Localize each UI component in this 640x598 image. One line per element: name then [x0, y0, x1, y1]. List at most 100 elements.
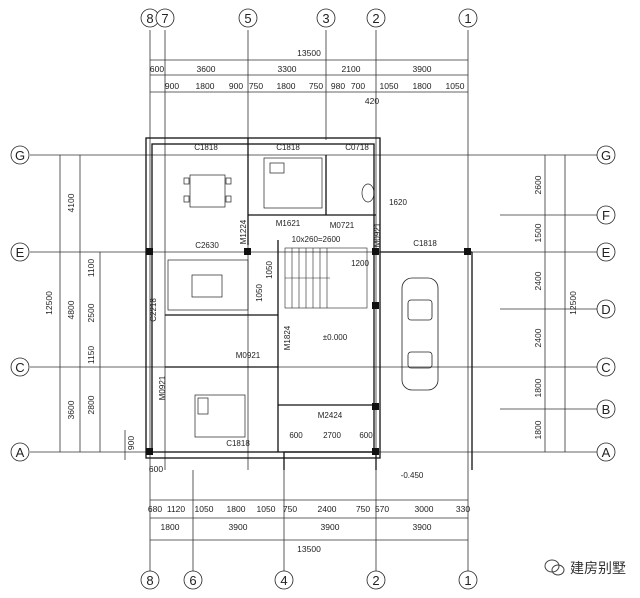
dim-right-r1-3: 2400 [533, 328, 543, 347]
dim-left-r1-2: 3600 [66, 400, 76, 419]
dim-bottom-r2-5: 750 [283, 504, 297, 514]
axis-right-F: F [602, 208, 610, 223]
dim-bottom-r2-4: 1050 [257, 504, 276, 514]
dim-top-r2-4: 1800 [277, 81, 296, 91]
dim-top-r1-3: 2100 [342, 64, 361, 74]
label-dim600b: 600 [359, 431, 373, 440]
dim-left-r2-0: 1100 [86, 259, 96, 278]
dim-top-r2-3: 750 [249, 81, 263, 91]
axis-right-A: A [602, 445, 611, 460]
dim-bottom-r2-8: 570 [375, 504, 389, 514]
dim-top-r2-5: 750 [309, 81, 323, 91]
axis-top-3: 3 [322, 11, 329, 26]
label-m0921-c: M0921 [158, 375, 167, 400]
dim-top-r2-0: 900 [165, 81, 179, 91]
dim-top-r2-1: 1800 [196, 81, 215, 91]
label-zero: ±0.000 [323, 333, 348, 342]
dim-bottom-extra: 600 [149, 464, 163, 474]
dim-bottom-r2-10: 330 [456, 504, 470, 514]
axis-top-2: 2 [372, 11, 379, 26]
axis-top-1: 1 [464, 11, 471, 26]
axis-left-C: C [15, 360, 24, 375]
dim-bottom-r2-7: 750 [356, 504, 370, 514]
axis-right-B: B [602, 402, 611, 417]
label-m1224: M1224 [239, 219, 248, 244]
dim-left-extra: 900 [126, 436, 136, 450]
dim-bottom-r2-9: 3000 [415, 504, 434, 514]
label-m1621: M1621 [276, 219, 301, 228]
kitchen-icon [263, 157, 323, 209]
axis-right-G: G [601, 148, 611, 163]
dim-top-r2-2: 900 [229, 81, 243, 91]
dim-top-r1-1: 3600 [197, 64, 216, 74]
dim-top-r2-7: 700 [351, 81, 365, 91]
dim-top-r2-9: 1800 [413, 81, 432, 91]
dim-left-overall: 12500 [44, 291, 54, 315]
dim-bottom-r1-1: 3900 [229, 522, 248, 532]
bed-icon [194, 394, 246, 438]
dim-top-r1-0: 600 [150, 64, 164, 74]
watermark-text: 建房别墅 [570, 561, 626, 577]
label-m0721-a: M0721 [330, 221, 355, 230]
dim-right-overall: 12500 [568, 291, 578, 315]
dim-right-r1-0: 2600 [533, 175, 543, 194]
watermark: 建房别墅 [544, 558, 626, 578]
dim-right-r1-2: 2400 [533, 271, 543, 290]
axis-bottom-6: 6 [189, 573, 196, 588]
dim-right-r1-5: 1800 [533, 420, 543, 439]
dim-bottom-r2-6: 2400 [318, 504, 337, 514]
dim-left-r2-1: 2500 [86, 303, 96, 322]
dim-top-r2-6: 980 [331, 81, 345, 91]
dim-bottom-r1-3: 3900 [413, 522, 432, 532]
axis-left-G: G [15, 148, 25, 163]
axis-left-A: A [16, 445, 25, 460]
dim-top-r2-10: 1050 [446, 81, 465, 91]
dim-top-overall: 13500 [297, 48, 321, 58]
dim-bottom-r2-1: 1120 [167, 504, 186, 514]
label-m2424: M2424 [318, 411, 343, 420]
label-dim2700: 2700 [323, 431, 341, 440]
axis-top-7: 7 [161, 11, 168, 26]
wechat-icon [544, 559, 565, 576]
axis-bottom-1: 1 [464, 573, 471, 588]
label-stair: 10x260=2600 [292, 235, 341, 244]
staircase [284, 247, 368, 309]
dim-left-r1-1: 4800 [66, 300, 76, 319]
axis-bottom-2: 2 [372, 573, 379, 588]
dim-right-r1-1: 1500 [533, 223, 543, 242]
axis-left-E: E [16, 245, 25, 260]
axis-top-5: 5 [244, 11, 251, 26]
car-icon [401, 277, 439, 391]
dim-bottom-r2-2: 1050 [195, 504, 214, 514]
dim-bottom-overall: 13500 [297, 544, 321, 554]
dim-right-r1-4: 1800 [533, 378, 543, 397]
dim-left-r2-2: 1150 [86, 346, 96, 365]
dim-bottom-r2-0: 680 [148, 504, 162, 514]
toilet-icon [361, 183, 375, 203]
dim-top-r1-2: 3300 [278, 64, 297, 74]
label-c2630: C2630 [195, 241, 219, 250]
dim-bottom-r1-0: 1800 [161, 522, 180, 532]
dim-left-r1-0: 4100 [66, 193, 76, 212]
dim-bottom-r2-3: 1800 [227, 504, 246, 514]
label-c1818-top-mid: C1818 [276, 143, 300, 152]
sofa-icon [167, 259, 249, 311]
axis-bottom-4: 4 [280, 573, 287, 588]
label-dim1620: 1620 [389, 198, 407, 207]
label-c2218: C2218 [149, 298, 158, 322]
label-m0921-a: M0921 [236, 351, 261, 360]
axis-right-C: C [601, 360, 610, 375]
label-c0718: C0718 [345, 143, 369, 152]
dining-table-icon [183, 174, 232, 208]
dim-top-extra: 420 [365, 96, 379, 106]
dim-left-r2-3: 2800 [86, 395, 96, 414]
dim-top-r1-4: 3900 [413, 64, 432, 74]
label-dim600a: 600 [289, 431, 303, 440]
axis-right-E: E [602, 245, 611, 260]
axis-top-8: 8 [146, 11, 153, 26]
label-c1818-bottom: C1818 [226, 439, 250, 448]
label-m1824: M1824 [283, 325, 292, 350]
axis-right-D: D [601, 302, 610, 317]
label-c1818-right: C1818 [413, 239, 437, 248]
